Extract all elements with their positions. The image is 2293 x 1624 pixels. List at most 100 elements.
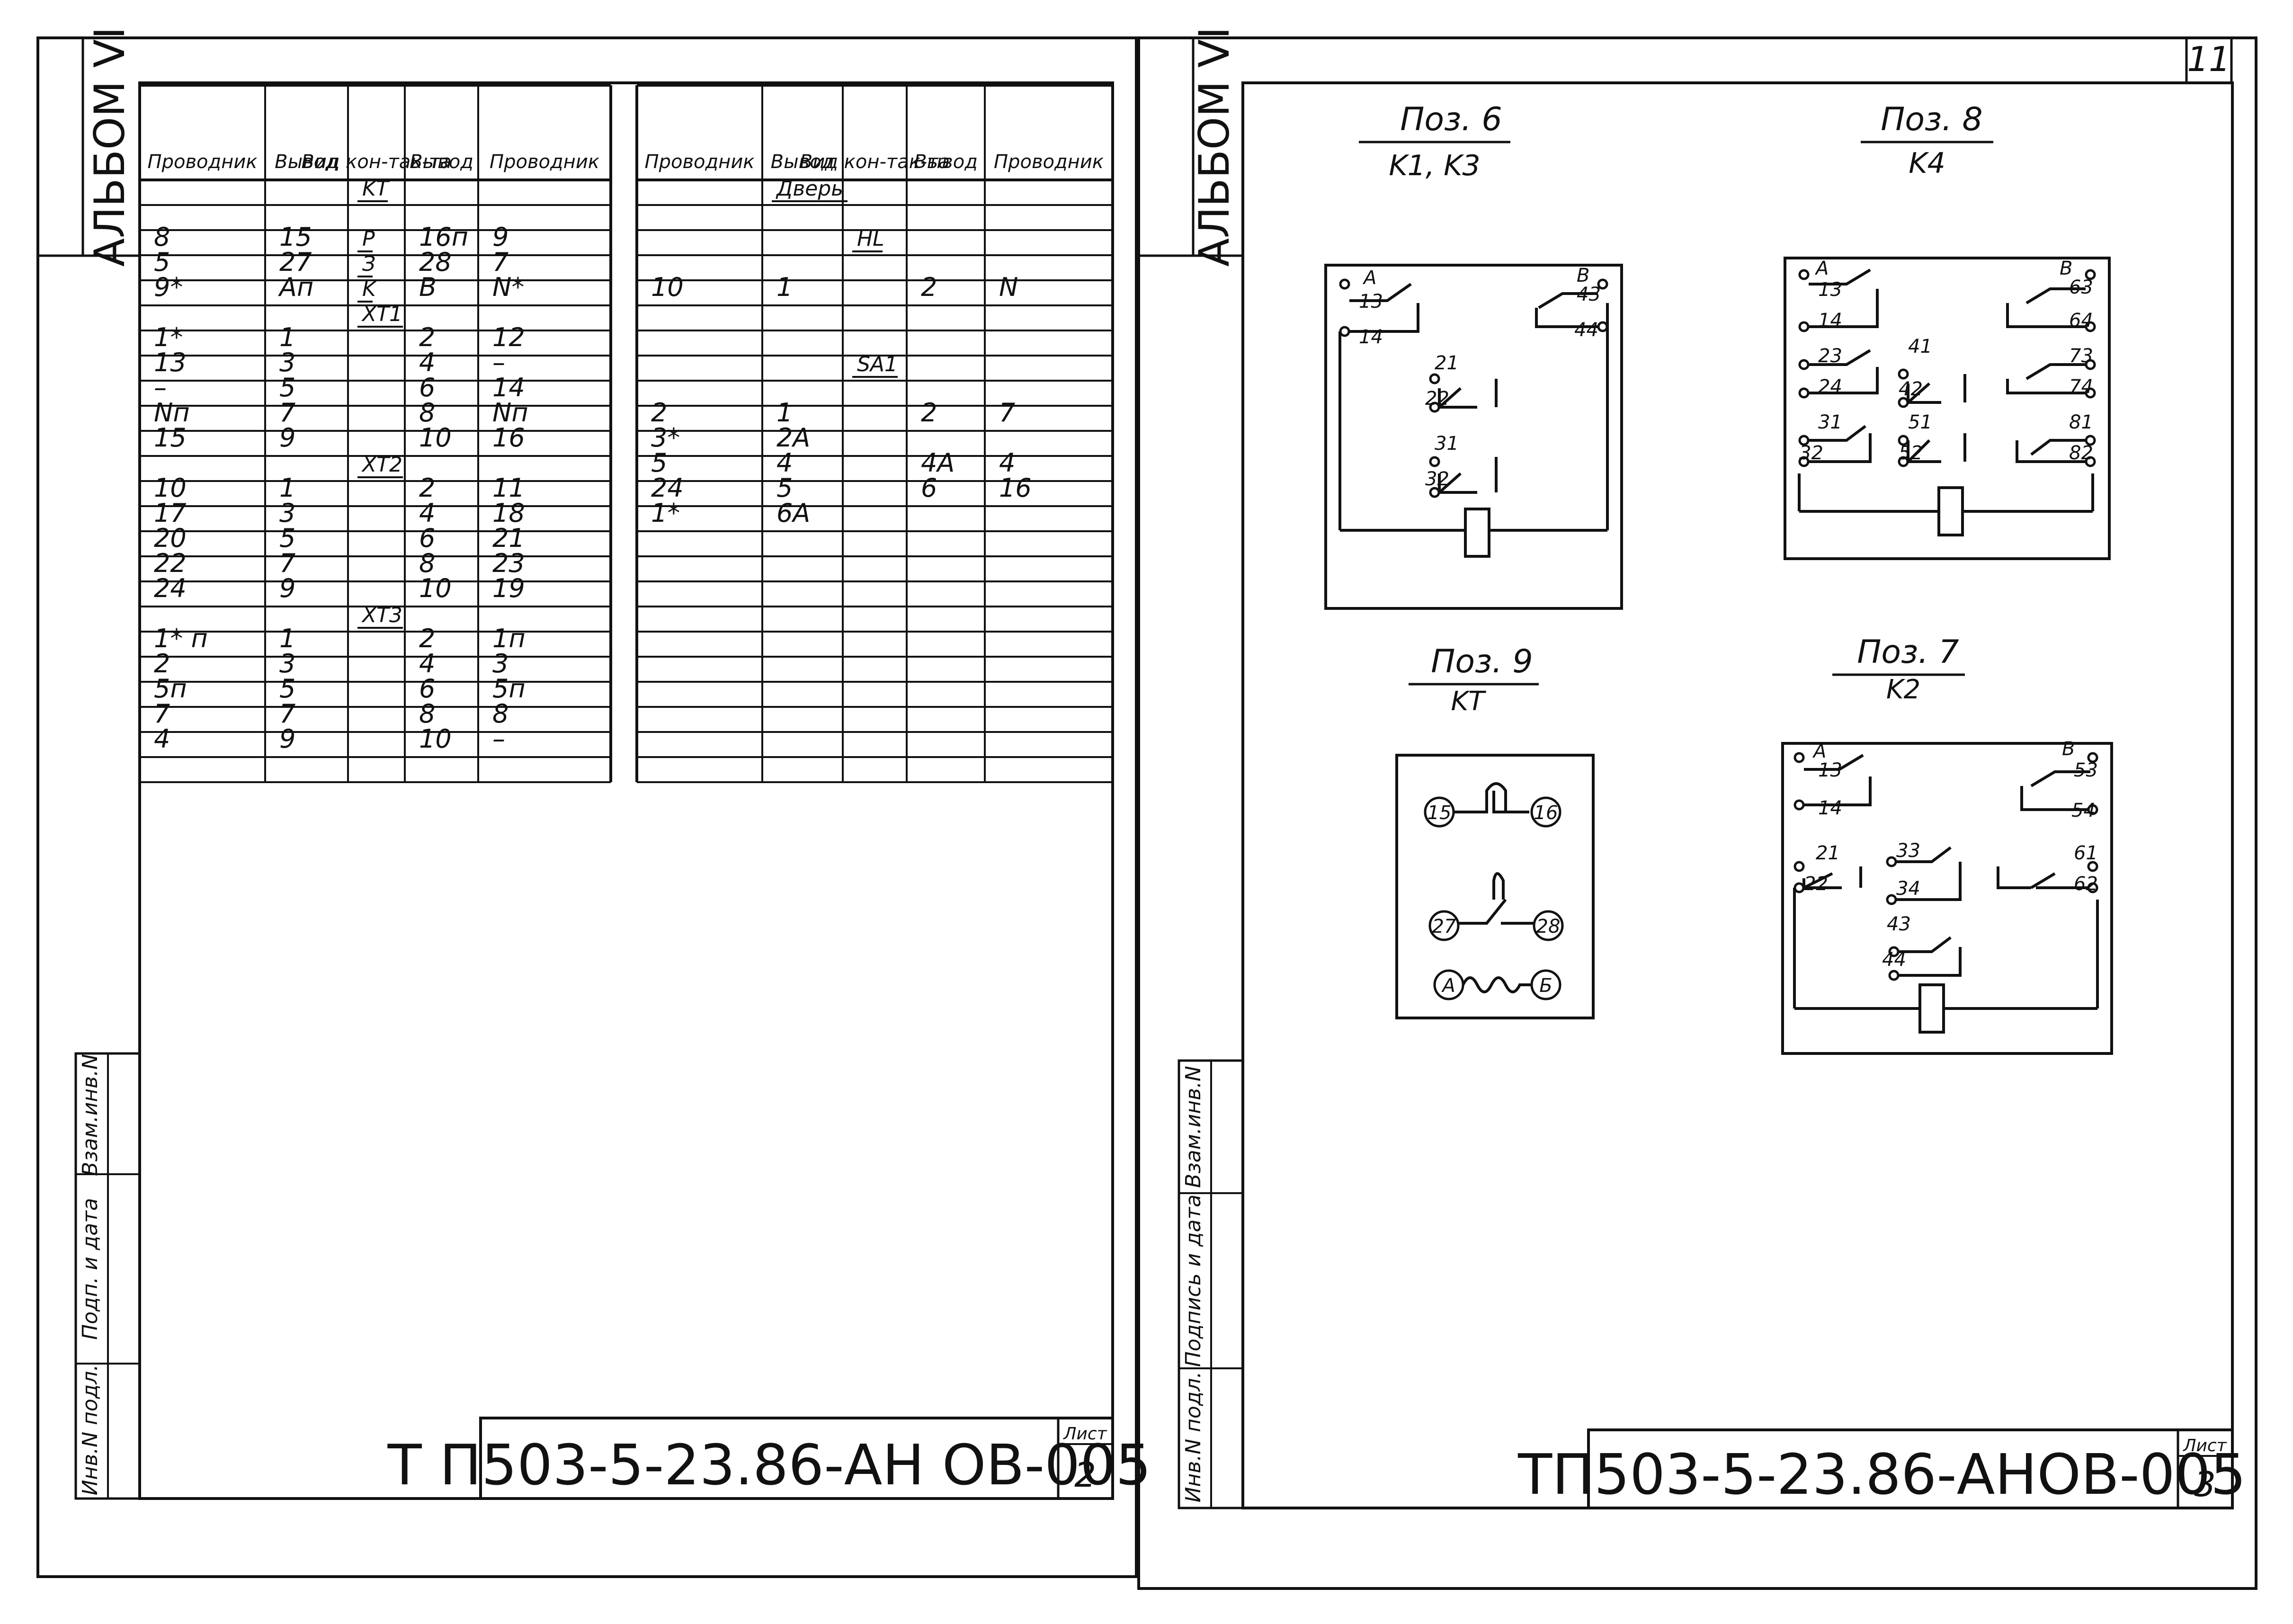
ltab-cell: 16п (419, 222, 468, 252)
pos6-term-b: B (1577, 265, 1589, 286)
ltab-cell: 5п (492, 674, 526, 704)
ltab-cell: 20 (154, 523, 187, 553)
right-stamp-label-2: Подпись и дата (1181, 1195, 1205, 1367)
ltab-cell: 15 (154, 423, 187, 453)
rtab-cell: 16 (999, 473, 1032, 503)
ltab-cell: 5 (154, 247, 170, 277)
right-side-strip: АЛЬБОМ VI Взам.инв.N Подпись и дата Инв.… (1139, 27, 1244, 1509)
diagram-pos6: Поз. 6 K1, K3 A 13 14 B (1324, 101, 1623, 610)
pos8-term-a: A (1814, 258, 1829, 279)
pos8-term-23: 23 (1818, 345, 1842, 367)
sheet-number-box: 11 (2185, 36, 2233, 84)
pos9-term-a: A (1441, 975, 1455, 997)
pos7-term-43: 43 (1887, 913, 1911, 935)
pos6-term-13: 13 (1359, 291, 1383, 312)
pos7-term-33: 33 (1896, 840, 1920, 862)
left-stamp-label-2: Подп. и дата (78, 1198, 102, 1340)
ltab-cell: 11 (492, 473, 525, 503)
ltab-cell: 5 (279, 523, 295, 553)
right-stamp-label-3: Инв.N подл. (1181, 1372, 1205, 1503)
right-stamp-label-1: Взам.инв.N (1181, 1066, 1205, 1188)
pos7-term-44: 44 (1882, 949, 1906, 971)
diagram-pos9: Поз. 9 KT 15 16 27 28 A Б (1395, 643, 1595, 1019)
pos6-term-21: 21 (1435, 352, 1459, 374)
pos8-term-81: 81 (2069, 411, 2093, 433)
ltab-header-3: Вывод (410, 151, 473, 173)
pos9-subtitle: KT (1451, 686, 1487, 717)
ltab-cell: 8 (419, 699, 435, 729)
pos8-term-82: 82 (2069, 442, 2093, 464)
right-sheet-label: Лист (2182, 1436, 2227, 1455)
pos8-term-42: 42 (1899, 378, 1923, 400)
rtab-header-4: Проводник (994, 151, 1104, 173)
right-sheet-value: 3 (2194, 1464, 2216, 1504)
ltab-cell: 8 (492, 699, 509, 729)
ltab-cell: 1* (154, 322, 183, 352)
rtab-cell: 1 (776, 398, 793, 428)
ltab-cell: 7 (279, 398, 295, 428)
left-album-label: АЛЬБОМ VI (85, 27, 134, 267)
pos7-term-b: B (2062, 738, 2075, 760)
sheet-number: 11 (2187, 39, 2231, 79)
ltab-cell: 5 (279, 373, 295, 402)
ltab-header-0: Проводник (148, 151, 258, 173)
pos6-term-43: 43 (1577, 284, 1601, 305)
pos6-term-44: 44 (1574, 319, 1598, 341)
ltab-cell: 19 (492, 573, 525, 603)
ltab-cell: 10 (154, 473, 187, 503)
rtab-header-2: Вид кон-так-та (800, 151, 950, 173)
pos8-term-52: 52 (1899, 442, 1923, 464)
pos7-term-13: 13 (1818, 759, 1842, 781)
pos7-term-34: 34 (1896, 878, 1920, 900)
rtab-cell: 1* (651, 498, 680, 528)
ltab-cell: KT (362, 177, 390, 201)
pos6-term-22: 22 (1425, 388, 1449, 410)
pos7-term-54: 54 (2071, 800, 2096, 821)
pos6-term-a: A (1362, 267, 1376, 289)
rtab-cell: 4 (776, 448, 793, 478)
rtab-cell: 7 (999, 398, 1015, 428)
ltab-cell: 8 (419, 398, 435, 428)
ltab-cell: 9 (492, 222, 509, 252)
rtab-header-1: Вывод (771, 151, 835, 173)
rtab-cell: 4A (921, 448, 955, 478)
ltab-cell: Nп (492, 398, 528, 428)
pos9-term-27: 27 (1432, 916, 1456, 937)
rtab-cell: Дверь (776, 177, 843, 201)
rtab-cell: 3* (651, 423, 680, 453)
ltab-cell: 27 (279, 247, 312, 277)
left-sheet-label: Лист (1062, 1424, 1107, 1444)
ltab-header-2: Вид кон-так-та (301, 151, 451, 173)
ltab-cell: XT2 (361, 453, 402, 477)
left-doc-code: Т П503-5-23.86-АН ОВ-005 (387, 1432, 1151, 1498)
diagram-pos7: Поз. 7 K2 A 13 14 B 53 (1781, 634, 2113, 1055)
pos6-title: Поз. 6 (1400, 101, 1502, 138)
ltab-cell: 1 (279, 322, 295, 352)
ltab-cell: 1п (492, 624, 526, 653)
rtab-cell: 4 (999, 448, 1015, 478)
pos7-title: Поз. 7 (1857, 634, 1959, 671)
ltab-cell: З (362, 252, 375, 276)
rtab-cell: 10 (651, 272, 684, 302)
rtab-cell: 1 (776, 272, 793, 302)
pos9-title: Поз. 9 (1431, 643, 1533, 680)
left-title-block: Т П503-5-23.86-АН ОВ-005 Лист 2 (387, 1417, 1151, 1500)
pos8-term-41: 41 (1908, 336, 1932, 357)
pos8-term-73: 73 (2069, 345, 2093, 367)
ltab-cell: – (492, 724, 505, 754)
pos8-title: Поз. 8 (1881, 101, 1982, 138)
pos9-term-28: 28 (1536, 916, 1561, 937)
ltab-cell: 9 (279, 573, 295, 603)
ltab-cell: 6 (419, 373, 435, 402)
ltab-cell: 7 (492, 247, 509, 277)
ltab-cell: 7 (279, 548, 295, 578)
ltab-cell: 9 (279, 423, 295, 453)
ltab-cell: 6 (419, 674, 435, 704)
ltab-cell: 4 (419, 649, 435, 678)
ltab-cell: 13 (154, 348, 187, 377)
ltab-cell: 21 (492, 523, 525, 553)
pos8-term-13: 13 (1818, 279, 1842, 301)
ltab-cell: 24 (154, 573, 187, 603)
